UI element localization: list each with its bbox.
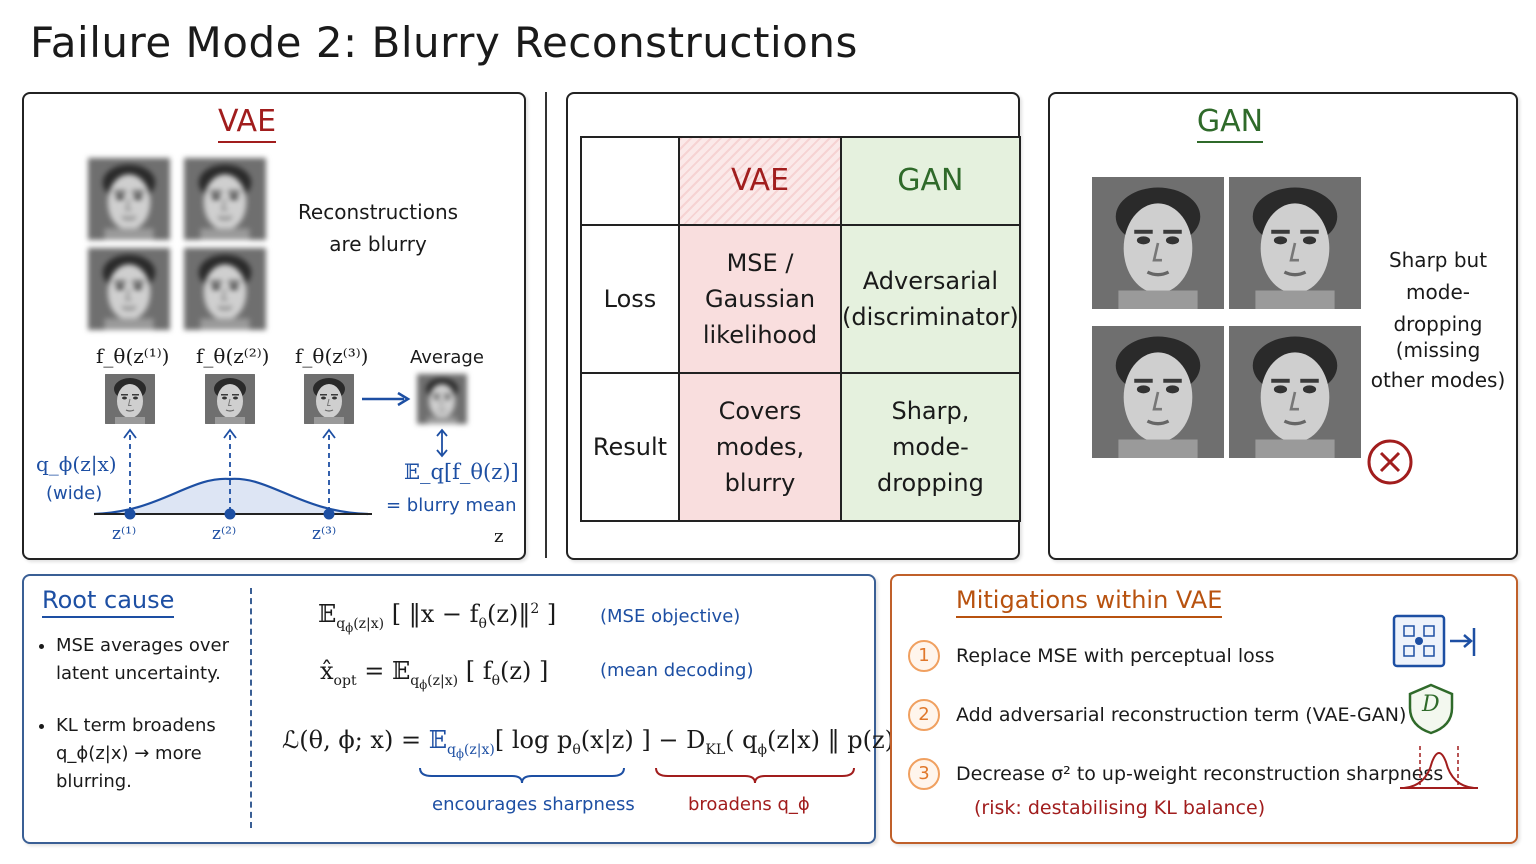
z-point-1: z⁽¹⁾: [112, 524, 137, 544]
gan-sample-4: [1229, 321, 1361, 463]
blurry-reconstruction-4: [182, 248, 268, 330]
average-label: Average: [410, 347, 484, 368]
mitigation-text-2: Add adversarial reconstruction term (VAE…: [956, 704, 1407, 726]
sample-decoding-1: [104, 374, 156, 424]
vae-heading: VAE: [200, 104, 294, 143]
vae-caption: Reconstructions are blurry: [297, 200, 459, 256]
equation-mse: 𝔼qϕ(z|x) [ ‖x − fθ(z)‖2 ]: [318, 600, 557, 635]
sample-label-2: f_θ(z⁽²⁾): [196, 344, 270, 368]
z-point-3: z⁽³⁾: [312, 524, 337, 544]
cell-gan-result: Sharp,mode-dropping: [840, 372, 1021, 522]
z-axis-label: z: [494, 526, 504, 547]
table-header-gan: GAN: [840, 136, 1021, 226]
blurry-reconstruction-1: [86, 158, 172, 240]
root-cause-heading: Root cause: [42, 586, 175, 618]
mitigation-risk: (risk: destabilising KL balance): [974, 797, 1266, 819]
equation-elbo: ℒ(θ, ϕ; x) = 𝔼qϕ(z|x)[ log pθ(x|z) ] − D…: [282, 726, 912, 761]
right-arrow-icon: [362, 391, 411, 407]
equation-mean-decoding: x̂opt = 𝔼qϕ(z|x) [ fθ(z) ]: [320, 657, 549, 692]
bell-curve-icon: [1400, 746, 1478, 789]
x-circle-icon: [1367, 439, 1413, 485]
average-decoding: [416, 374, 468, 424]
brace-right-label: broadens q_ϕ: [688, 794, 810, 815]
blurry-reconstruction-3: [86, 248, 172, 330]
gan-note: (missing other modes): [1370, 338, 1506, 392]
mitigation-item-1: 1 Replace MSE with perceptual loss: [908, 640, 1275, 672]
mitigation-text-1: Replace MSE with perceptual loss: [956, 645, 1275, 667]
gan-sample-1: [1092, 172, 1224, 314]
page-title: Failure Mode 2: Blurry Reconstructions: [30, 18, 858, 67]
table-header-vae: VAE: [678, 136, 842, 226]
z-point-2: z⁽²⁾: [212, 524, 237, 544]
sample-decoding-2: [204, 374, 256, 424]
root-cause-panel: [22, 574, 876, 844]
mitigation-number-3: 3: [908, 758, 940, 790]
gan-heading: GAN: [1190, 104, 1270, 143]
sample-label-3: f_θ(z⁽³⁾): [295, 344, 369, 368]
equation-mean-note: (mean decoding): [600, 660, 754, 681]
brace-left: [419, 767, 625, 784]
perceptual-grid-icon: [1392, 614, 1476, 668]
mitigation-number-1: 1: [908, 640, 940, 672]
sample-decoding-3: [303, 374, 355, 424]
discriminator-badge-letter: D: [1422, 692, 1440, 717]
table-corner: [580, 136, 680, 226]
vertical-divider: [545, 92, 547, 558]
row-label-loss: Loss: [580, 224, 680, 374]
cell-gan-loss: Adversarial(discriminator): [840, 224, 1021, 374]
shield-icon: [1408, 683, 1454, 735]
mitigation-number-2: 2: [908, 699, 940, 731]
mitigation-item-3: 3 Decrease σ² to up-weight reconstructio…: [908, 758, 1443, 790]
posterior-diagram: [93, 428, 372, 520]
expectation-arrow: [436, 428, 448, 458]
mitigation-item-2: 2 Add adversarial reconstruction term (V…: [908, 699, 1406, 731]
sample-label-1: f_θ(z⁽¹⁾): [96, 344, 170, 368]
posterior-note: (wide): [46, 483, 103, 504]
expectation-label: 𝔼_q[f_θ(z)]: [404, 460, 519, 484]
gan-sample-2: [1229, 172, 1361, 314]
row-label-result: Result: [580, 372, 680, 522]
expectation-note: = blurry mean: [386, 495, 517, 516]
mitigations-heading: Mitigations within VAE: [956, 586, 1223, 618]
mitigation-text-3: Decrease σ² to up-weight reconstruction …: [956, 763, 1444, 785]
gan-panel: [1048, 92, 1518, 560]
gan-sample-3: [1092, 321, 1224, 463]
brace-right: [655, 767, 855, 784]
equation-mse-note: (MSE objective): [600, 606, 741, 627]
posterior-label: q_ϕ(z|x): [36, 452, 117, 476]
root-cause-divider: [250, 588, 252, 828]
gan-caption: Sharp but mode-dropping: [1388, 248, 1488, 336]
brace-left-label: encourages sharpness: [432, 794, 635, 815]
blurry-reconstruction-2: [182, 158, 268, 240]
